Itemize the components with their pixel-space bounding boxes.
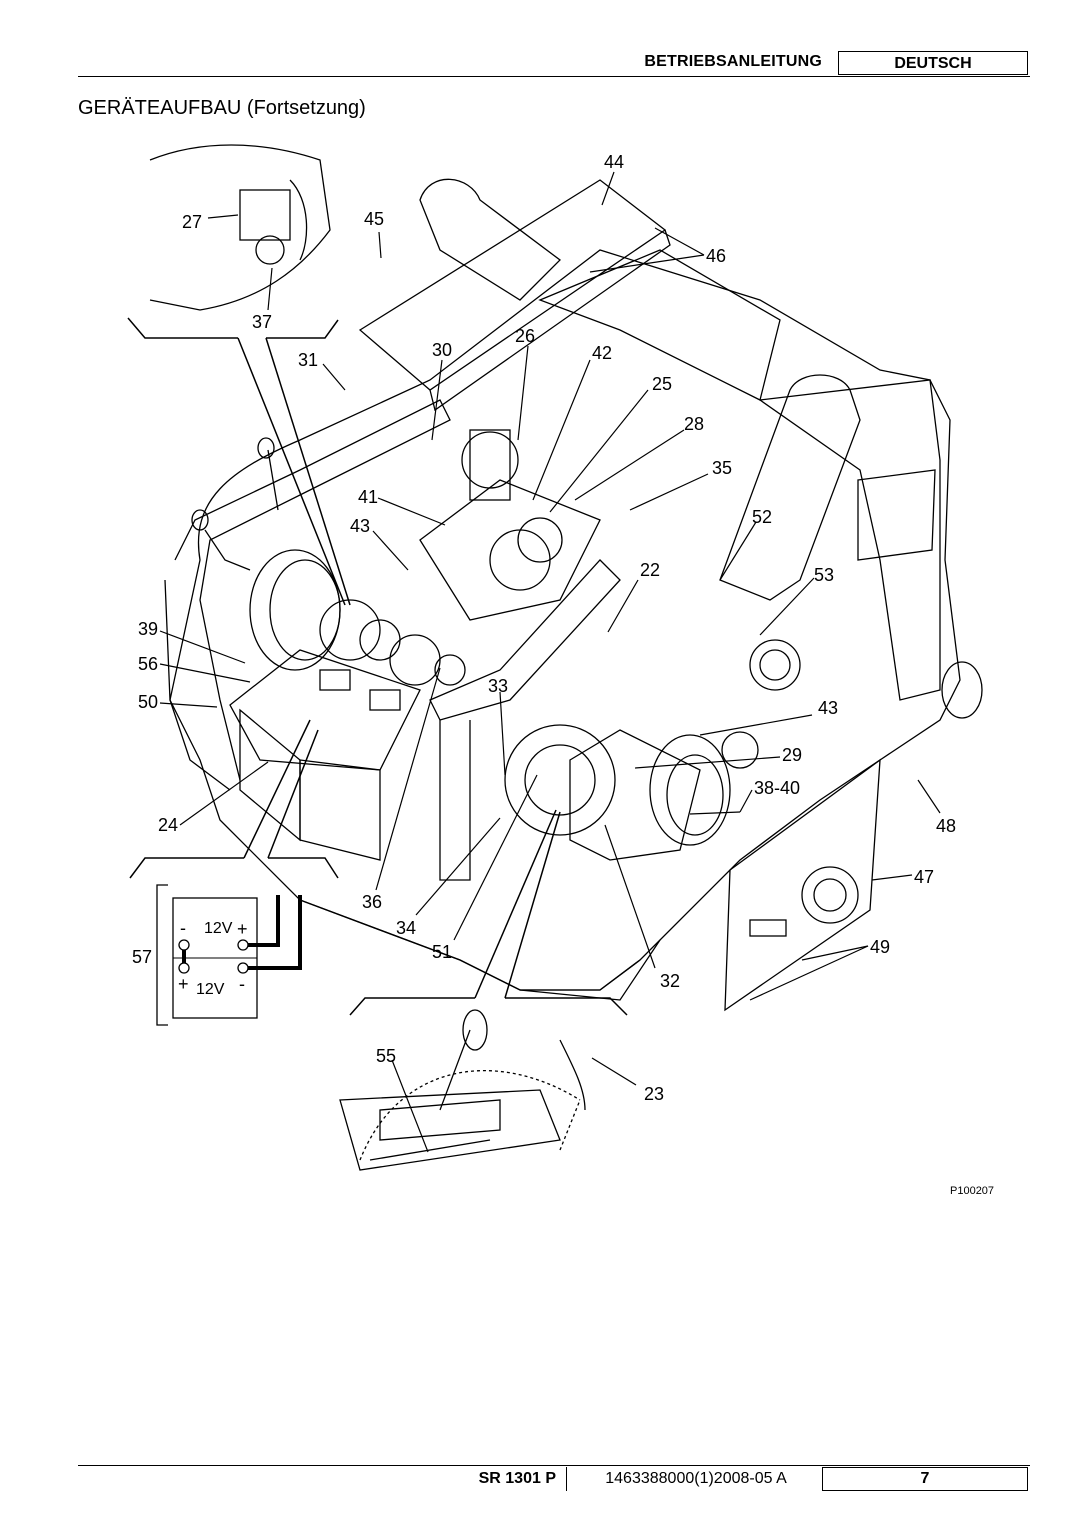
callout-41: 41 — [358, 487, 378, 507]
callout-labels: 44 45 46 27 37 31 30 26 42 25 28 35 41 4… — [132, 152, 956, 1104]
document-code: 1463388000(1)2008-05 A — [605, 1470, 787, 1487]
callout-34: 34 — [396, 918, 416, 938]
callout-55: 55 — [376, 1046, 396, 1066]
callout-37: 37 — [252, 312, 272, 332]
detail-brackets — [127, 317, 628, 1016]
battery-schematic: - 12V + + 12V - — [156, 884, 302, 1026]
callout-43-top: 43 — [350, 516, 370, 536]
page-number: 7 — [822, 1467, 1028, 1491]
callout-36: 36 — [362, 892, 382, 912]
callout-56: 56 — [138, 654, 158, 674]
callout-42: 42 — [592, 343, 612, 363]
manual-title: BETRIEBSANLEITUNG — [644, 53, 822, 70]
language-label: DEUTSCH — [838, 51, 1028, 75]
callout-57: 57 — [132, 947, 152, 967]
callout-33: 33 — [488, 676, 508, 696]
callout-48: 48 — [936, 816, 956, 836]
callout-28: 28 — [684, 414, 704, 434]
callout-44: 44 — [604, 152, 624, 172]
footer-separator — [566, 1467, 567, 1491]
callout-23: 23 — [644, 1084, 664, 1104]
callout-50: 50 — [138, 692, 158, 712]
callout-53: 53 — [814, 565, 834, 585]
callout-43-right: 43 — [818, 698, 838, 718]
callout-39: 39 — [138, 619, 158, 639]
battery-bottom-minus: - — [239, 974, 245, 994]
callout-26: 26 — [515, 326, 535, 346]
callout-31: 31 — [298, 350, 318, 370]
model-name: SR 1301 P — [478, 1470, 556, 1487]
callout-49: 49 — [870, 937, 890, 957]
footer-rule — [78, 1465, 1030, 1466]
machine-outline — [149, 144, 983, 1171]
callout-29: 29 — [782, 745, 802, 765]
callout-27: 27 — [182, 212, 202, 232]
leader-lines — [159, 171, 941, 1153]
callout-45: 45 — [364, 209, 384, 229]
callout-52: 52 — [752, 507, 772, 527]
callout-22: 22 — [640, 560, 660, 580]
callout-46: 46 — [706, 246, 726, 266]
battery-bottom-plus: + — [178, 974, 189, 994]
figure-reference: P100207 — [950, 1185, 995, 1197]
callout-24: 24 — [158, 815, 178, 835]
callout-32: 32 — [660, 971, 680, 991]
callout-35: 35 — [712, 458, 732, 478]
battery-top-minus: - — [180, 918, 186, 938]
battery-bottom-voltage: 12V — [196, 981, 225, 998]
callout-38-40: 38-40 — [754, 778, 800, 798]
callout-25: 25 — [652, 374, 672, 394]
header-rule — [78, 76, 1030, 77]
battery-top-voltage: 12V — [204, 920, 233, 937]
callout-51: 51 — [432, 942, 452, 962]
callout-30: 30 — [432, 340, 452, 360]
callout-47: 47 — [914, 867, 934, 887]
section-title: GERÄTEAUFBAU (Fortsetzung) — [78, 97, 366, 119]
battery-top-plus: + — [237, 919, 248, 939]
